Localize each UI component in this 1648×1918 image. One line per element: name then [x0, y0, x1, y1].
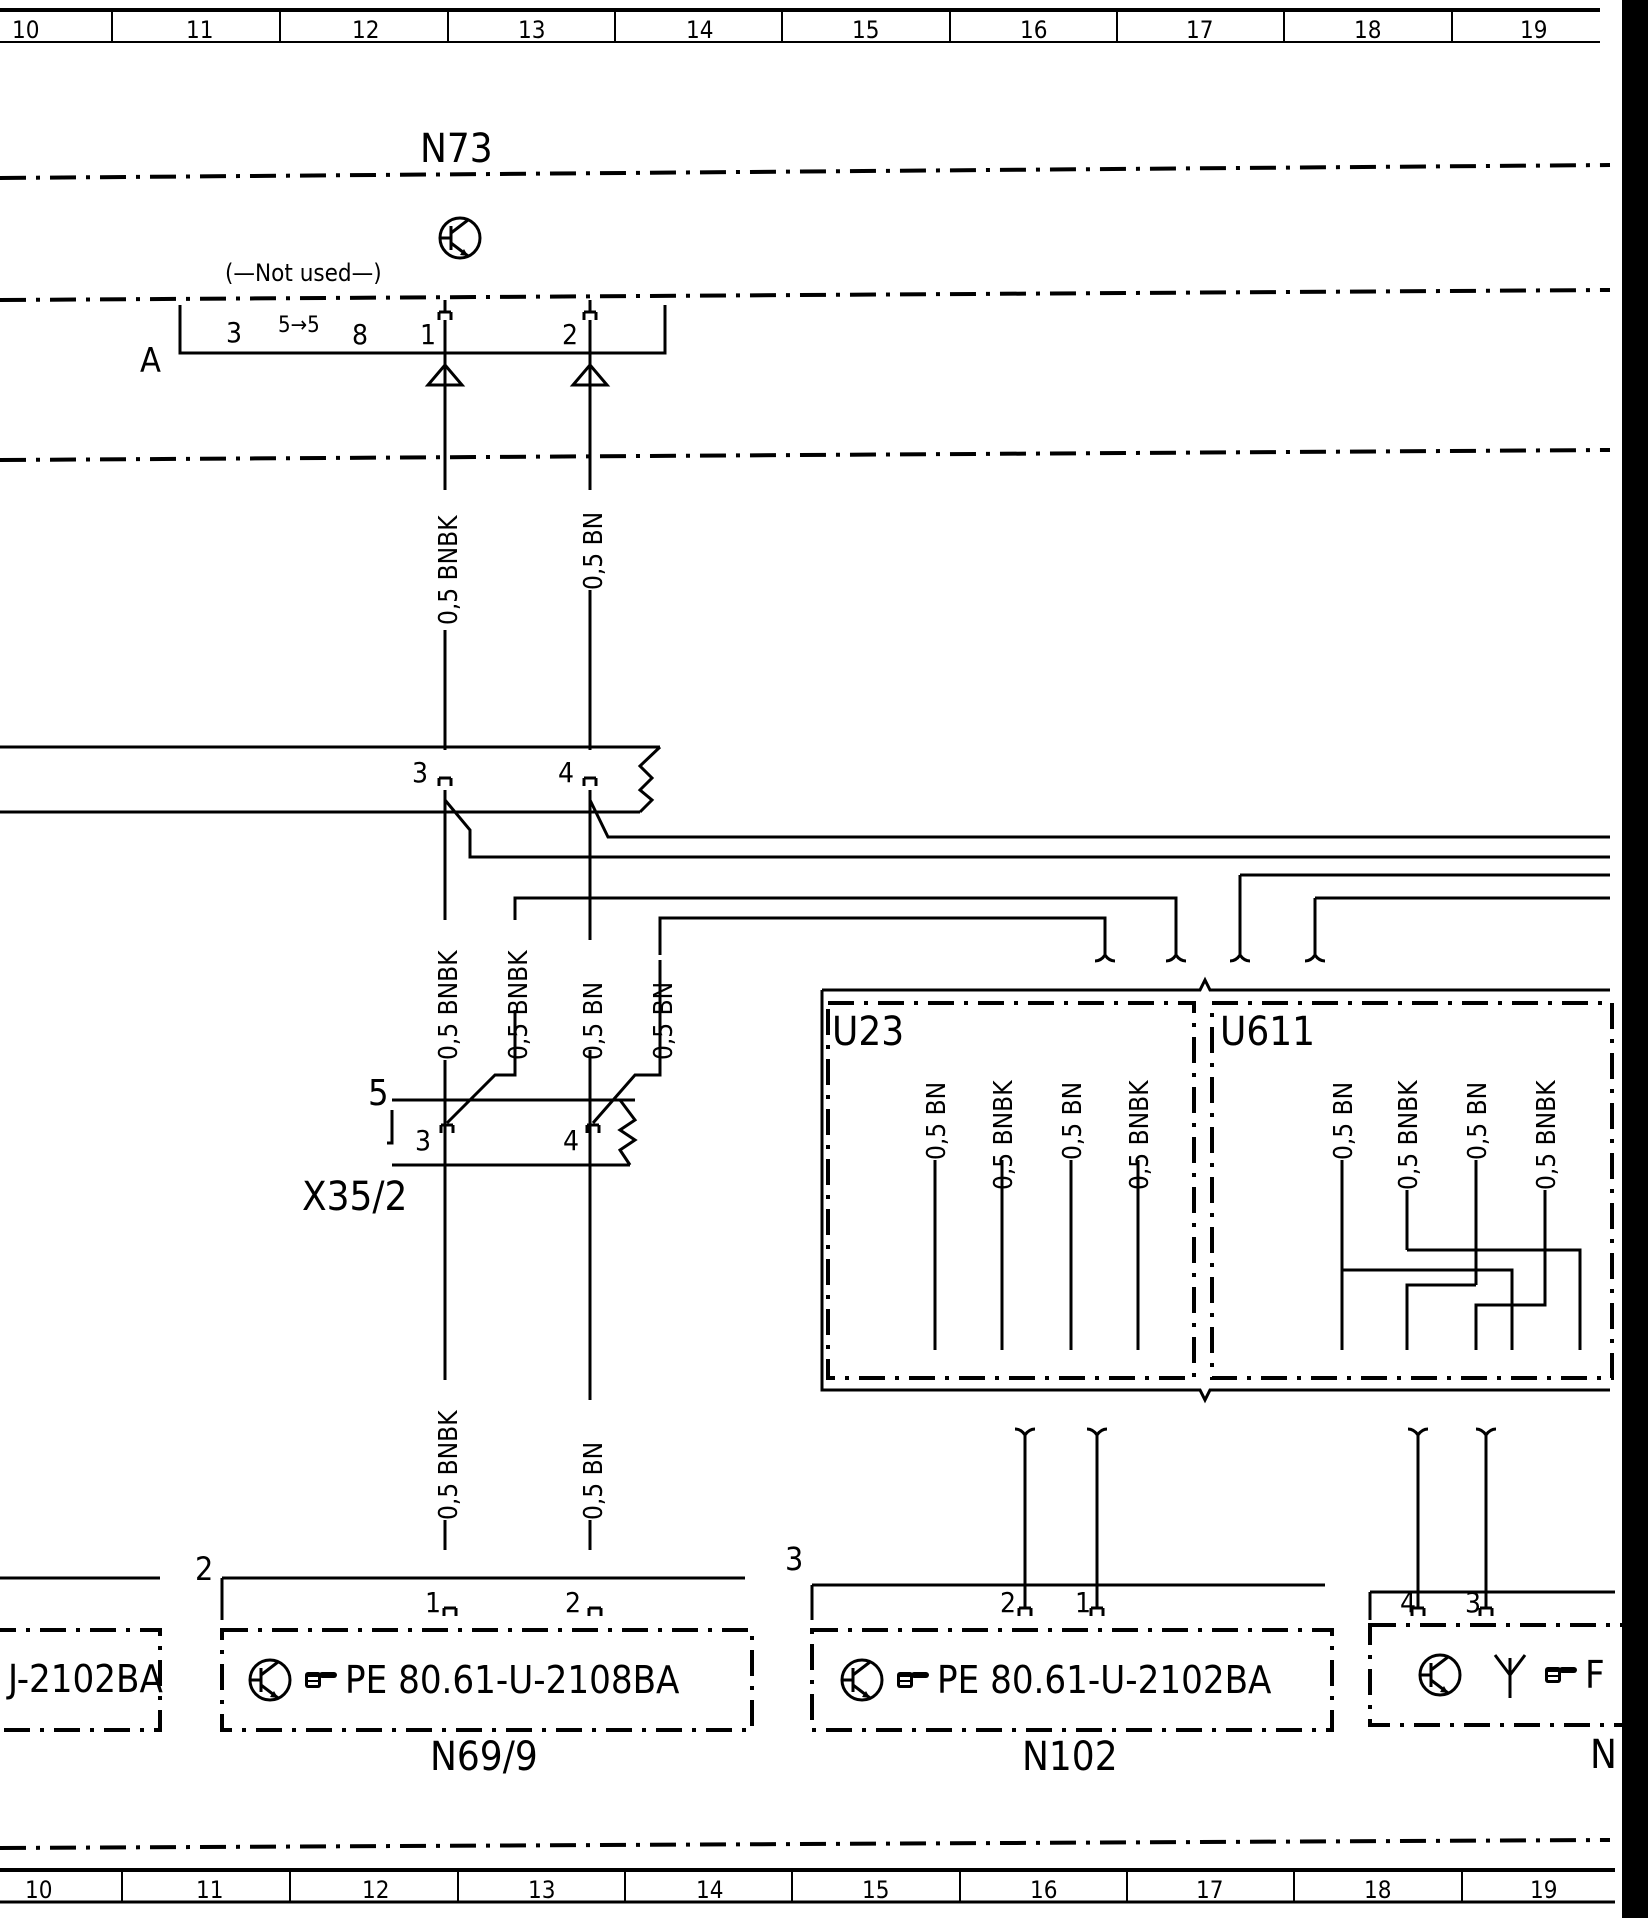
- wires-bottom: [1014, 1427, 1497, 1608]
- u611-wire-3: 0,5 BN: [1463, 1082, 1493, 1160]
- u23-wire-4: 0,5 BNBK: [1125, 1080, 1155, 1190]
- n69-ref: PE 80.61-U-2108BA: [345, 1658, 680, 1702]
- wire-label-w3: 0,5 BNBK: [434, 950, 464, 1060]
- u611-label: U611: [1220, 1009, 1315, 1055]
- col-top-4: 14: [686, 16, 713, 44]
- u23-wire-3: 0,5 BN: [1058, 1082, 1088, 1160]
- col-top-7: 17: [1186, 16, 1213, 44]
- col-bottom-6: 16: [1030, 1876, 1057, 1904]
- u611-wire-2: 0,5 BNBK: [1394, 1080, 1424, 1190]
- n69-label: N69/9: [430, 1734, 538, 1780]
- transistor-icon: [248, 1658, 292, 1702]
- n69-pin-1: 1: [425, 1586, 441, 1619]
- x35-group-5: 5: [368, 1073, 389, 1114]
- n73-pin-2: 2: [562, 318, 578, 351]
- col-bottom-5: 15: [862, 1876, 889, 1904]
- dash-dot-separators: [0, 163, 1611, 1850]
- wires-middle: [443, 790, 1610, 1550]
- col-bottom-8: 18: [1364, 1876, 1391, 1904]
- n-pin-4: 4: [1400, 1586, 1416, 1619]
- n73-pin-1: 1: [420, 318, 436, 351]
- wire-label-w1: 0,5 BNBK: [434, 515, 464, 625]
- reference-hand-icon: [897, 1672, 929, 1688]
- n102-ref: PE 80.61-U-2102BA: [937, 1658, 1272, 1702]
- col-bottom-7: 17: [1196, 1876, 1223, 1904]
- col-top-1: 11: [186, 16, 213, 44]
- component-n-partial: 4 3 F N: [1368, 1586, 1632, 1778]
- n-partial-ref: F: [1585, 1653, 1605, 1697]
- col-top-6: 16: [1020, 16, 1047, 44]
- u23-wire-1: 0,5 BN: [922, 1082, 952, 1160]
- col-top-3: 13: [518, 16, 545, 44]
- wire-label-w6: 0,5 BN: [649, 982, 679, 1060]
- n102-pin-2: 2: [1000, 1586, 1016, 1619]
- wire-label-w5: 0,5 BN: [579, 982, 609, 1060]
- module-frame: [820, 976, 1610, 1404]
- col-top-2: 12: [352, 16, 379, 44]
- col-top-9: 19: [1520, 16, 1547, 44]
- wires-top: [443, 385, 592, 750]
- n69-group: 2: [195, 1550, 213, 1588]
- connector-a-label: A: [140, 341, 161, 381]
- col-top-0: 10: [12, 16, 39, 44]
- u23-label: U23: [832, 1009, 904, 1055]
- wire-label-w4: 0,5 BNBK: [504, 950, 534, 1060]
- x35-pin-4: 4: [563, 1124, 579, 1157]
- n102-label: N102: [1022, 1734, 1118, 1780]
- component-n69-9: 2 1 2 PE 80.61-U-2108BA N69/9: [195, 1550, 754, 1780]
- n-pin-3: 3: [1465, 1586, 1481, 1619]
- reference-hand-icon: [305, 1672, 337, 1688]
- splice-5-5: 5→5: [278, 313, 320, 338]
- top-column-ruler: 10 11 12 13 14 15 16 17 18 19: [0, 8, 1600, 44]
- col-bottom-0: 10: [25, 1876, 52, 1904]
- col-bottom-3: 13: [528, 1876, 555, 1904]
- n-partial-label: N: [1590, 1732, 1617, 1778]
- component-n73: N73 (—Not used—) A 3 5→5 8 1 2: [140, 126, 667, 387]
- right-border: [1622, 0, 1648, 1918]
- component-left-partial: J-2102BA: [0, 1576, 163, 1732]
- wire-label-w8: 0,5 BN: [579, 1442, 609, 1520]
- antenna-icon: [1493, 1654, 1527, 1698]
- transistor-icon: [840, 1658, 884, 1702]
- col-bottom-9: 19: [1530, 1876, 1557, 1904]
- upper-pin-3: 3: [412, 756, 428, 789]
- col-bottom-2: 12: [362, 1876, 389, 1904]
- x35-pin-3: 3: [415, 1124, 431, 1157]
- wire-label-w7: 0,5 BNBK: [434, 1410, 464, 1520]
- left-partial-ref: J-2102BA: [6, 1657, 163, 1701]
- n102-group: 3: [785, 1540, 803, 1578]
- n73-label: N73: [420, 126, 493, 172]
- module-u23: U23 0,5 BN 0,5 BNBK 0,5 BN 0,5 BNBK: [826, 1001, 1196, 1380]
- module-u611: U611 0,5 BN 0,5 BNBK 0,5 BN 0,5 BNBK: [1210, 1001, 1614, 1380]
- n73-pin-8: 8: [352, 318, 368, 351]
- u611-wire-4: 0,5 BNBK: [1532, 1080, 1562, 1190]
- n69-pin-2: 2: [565, 1586, 581, 1619]
- u23-wire-2: 0,5 BNBK: [989, 1080, 1019, 1190]
- upper-pin-4: 4: [558, 756, 574, 789]
- reference-hand-icon: [1545, 1667, 1577, 1683]
- col-top-8: 18: [1354, 16, 1381, 44]
- col-bottom-1: 11: [196, 1876, 223, 1904]
- col-top-5: 15: [852, 16, 879, 44]
- u611-wire-1: 0,5 BN: [1329, 1082, 1359, 1160]
- bottom-column-ruler: 10 11 12 13 14 15 16 17 18 19: [0, 1868, 1615, 1904]
- n102-pin-1: 1: [1075, 1586, 1091, 1619]
- upper-connector: 3 4: [0, 745, 662, 814]
- transistor-icon: [438, 216, 482, 260]
- not-used-note: (—Not used—): [225, 259, 382, 287]
- transistor-icon: [1418, 1653, 1462, 1697]
- n73-pin-3: 3: [226, 316, 242, 349]
- wire-label-w2: 0,5 BN: [579, 512, 609, 590]
- col-bottom-4: 14: [696, 1876, 723, 1904]
- x35-label: X35/2: [302, 1174, 407, 1220]
- component-x35-2: 5 3 4 X35/2: [302, 960, 662, 1220]
- component-n102: 3 2 1 PE 80.61-U-2102BA N102: [785, 1540, 1334, 1780]
